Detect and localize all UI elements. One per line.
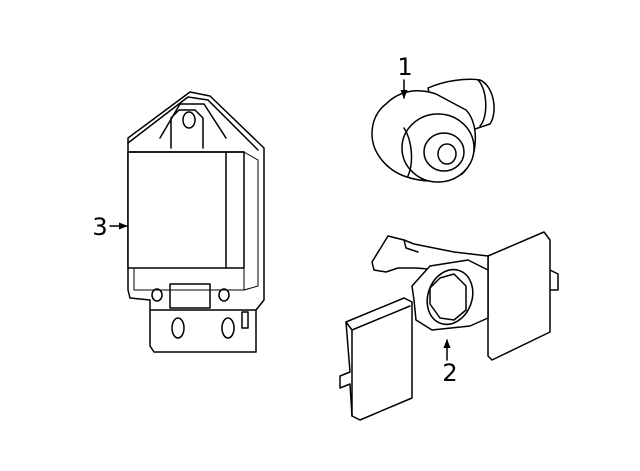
control-module-part-3 bbox=[127, 91, 265, 353]
callout-label-1: 1 bbox=[397, 53, 412, 81]
callout-3: 3 bbox=[92, 213, 128, 241]
callout-label-3: 3 bbox=[92, 213, 107, 241]
callout-label-2: 2 bbox=[442, 359, 457, 387]
sensor-part-1 bbox=[371, 78, 495, 183]
callout-1: 1 bbox=[397, 53, 413, 99]
bracket-part-2 bbox=[339, 231, 559, 421]
callout-2: 2 bbox=[442, 339, 458, 387]
